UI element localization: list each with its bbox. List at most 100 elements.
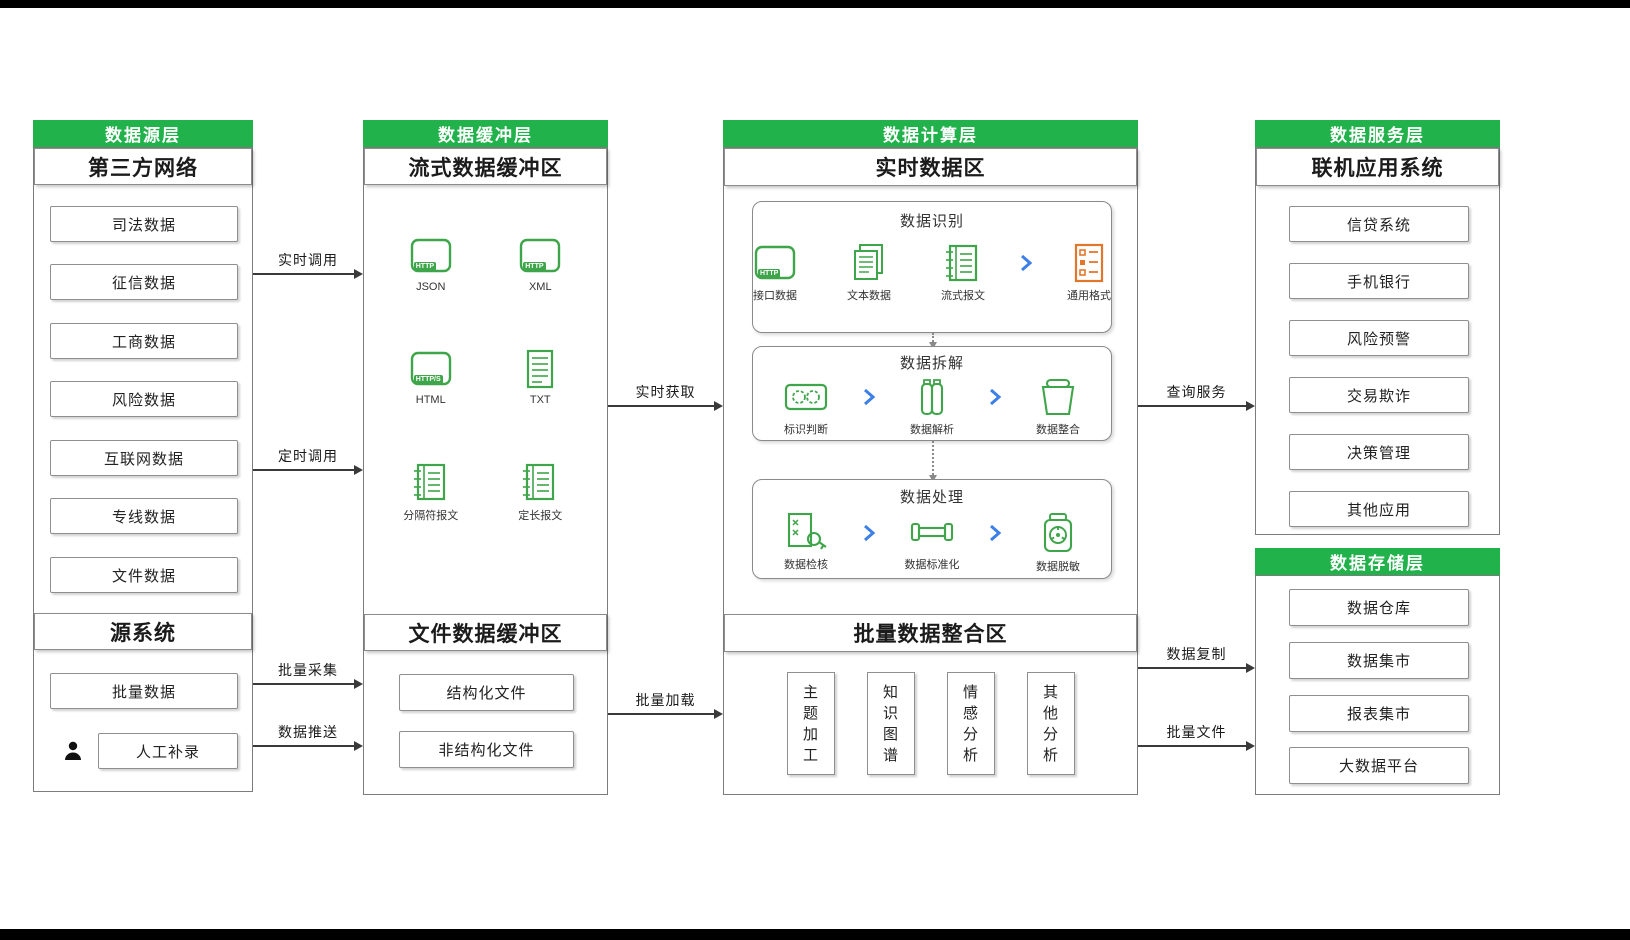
format-label: TXT — [529, 394, 551, 406]
storage-item: 数据集市 — [1289, 642, 1469, 679]
bottom-edge-bar — [0, 929, 1630, 940]
buffer-layer-header: 数据缓冲层 — [363, 120, 608, 147]
masking-jar-icon — [1035, 512, 1081, 554]
stage-data-processing: 数据处理 数据检核 数据标准化 — [752, 479, 1112, 579]
flow-label: 实时调用 — [278, 252, 338, 268]
batch-zone-title: 批量数据整合区 — [724, 614, 1137, 652]
arrow-line — [1138, 741, 1255, 751]
stage-data-disassembly: 数据拆解 标识判断 数据解析 — [752, 346, 1112, 441]
step-label: 标识判断 — [784, 424, 828, 436]
source-data-item: 文件数据 — [50, 557, 238, 593]
http-badge: HTTP — [413, 262, 437, 271]
file-buffer-item: 非结构化文件 — [399, 731, 574, 768]
notebook-icon — [940, 243, 986, 283]
chevron-right-icon — [989, 388, 1002, 411]
format-fixed-length-message: 定长报文 — [517, 462, 563, 575]
http-window-icon: HTTP — [752, 243, 798, 283]
arrow-line — [253, 741, 363, 751]
chevron-right-icon — [1020, 254, 1033, 277]
format-label: 定长报文 — [518, 510, 563, 522]
storage-item: 大数据平台 — [1289, 747, 1469, 784]
id-card-icon — [783, 377, 829, 417]
containers-icon — [909, 377, 955, 417]
format-label: HTML — [415, 394, 446, 406]
step-label: 数据整合 — [1036, 424, 1080, 436]
chevron-right-icon — [863, 388, 876, 411]
stage-title: 数据识别 — [899, 213, 964, 230]
flow-data-replicate: 数据复制 — [1138, 644, 1255, 673]
flow-query-service: 查询服务 — [1138, 382, 1255, 411]
arrow-line — [1138, 663, 1255, 673]
source-layer-column: 第三方网络 司法数据 征信数据 工商数据 风险数据 互联网数据 专线数据 文件数… — [33, 147, 253, 792]
step-data-integration: 数据整合 — [1021, 377, 1095, 437]
service-app-item: 其他应用 — [1289, 491, 1469, 527]
flow-label: 批量采集 — [278, 662, 338, 678]
down-arrow-connector — [929, 441, 937, 482]
arrow-line — [253, 465, 363, 475]
arrow-line — [608, 401, 723, 411]
step-text-data: 文本数据 — [832, 243, 906, 303]
storage-layer-column: 数据仓库 数据集市 报表集市 大数据平台 — [1255, 575, 1500, 795]
notebook-icon — [517, 462, 563, 502]
service-app-item: 信贷系统 — [1289, 206, 1469, 242]
step-identity-judgment: 标识判断 — [769, 377, 843, 437]
flow-label: 批量加载 — [635, 692, 696, 708]
service-layer-header: 数据服务层 — [1255, 120, 1500, 147]
manual-entry-row: 人工补录 — [34, 733, 252, 769]
format-label: 分隔符报文 — [403, 510, 459, 522]
online-apps-title: 联机应用系统 — [1256, 148, 1499, 186]
flow-label: 数据推送 — [278, 724, 338, 740]
source-data-item: 工商数据 — [50, 323, 238, 359]
step-label: 数据解析 — [910, 424, 954, 436]
flow-realtime-call: 实时调用 — [253, 250, 363, 279]
source-layer-header: 数据源层 — [33, 120, 253, 147]
step-data-check: 数据检核 — [769, 512, 843, 572]
notebook-icon — [408, 462, 454, 502]
flow-realtime-fetch: 实时获取 — [608, 382, 723, 411]
format-label: JSON — [416, 281, 446, 293]
person-icon — [62, 740, 84, 762]
stream-buffer-title: 流式数据缓冲区 — [364, 148, 607, 185]
flow-label: 实时获取 — [635, 384, 696, 400]
flow-label: 定时调用 — [278, 448, 338, 464]
step-data-standardization: 数据标准化 — [895, 512, 969, 572]
file-buffer-item: 结构化文件 — [399, 674, 574, 711]
flow-batch-load: 批量加载 — [608, 690, 723, 719]
step-label: 文本数据 — [847, 290, 891, 302]
arrow-line — [253, 269, 363, 279]
stream-format-grid: HTTP JSON HTTP XML HTTP/S HTML — [376, 236, 595, 575]
step-label: 通用格式 — [1067, 290, 1111, 302]
storage-layer-header: 数据存储层 — [1255, 548, 1500, 575]
http-window-icon: HTTP — [517, 236, 563, 276]
flow-batch-collect: 批量采集 — [253, 660, 363, 689]
flow-label: 查询服务 — [1166, 384, 1227, 400]
step-label: 流式报文 — [941, 290, 985, 302]
step-label: 数据脱敏 — [1036, 561, 1080, 573]
service-app-item: 风险预警 — [1289, 320, 1469, 356]
step-data-parsing: 数据解析 — [895, 377, 969, 437]
source-data-item: 互联网数据 — [50, 440, 238, 476]
storage-item: 数据仓库 — [1289, 589, 1469, 626]
stage-title: 数据处理 — [899, 489, 964, 506]
checklist-document-icon — [1066, 243, 1112, 283]
step-interface-data: HTTP 接口数据 — [738, 243, 812, 303]
step-data-masking: 数据脱敏 — [1021, 512, 1095, 574]
http-badge: HTTP — [758, 269, 781, 278]
step-universal-format: 通用格式 — [1052, 243, 1126, 303]
arrow-line — [608, 709, 723, 719]
batch-analysis-item: 其他分析 — [1026, 672, 1075, 775]
step-label: 数据检核 — [784, 559, 828, 571]
batch-analysis-row: 主题加工 知识图谱 情感分析 其他分析 — [724, 672, 1137, 775]
https-window-icon: HTTP/S — [408, 349, 454, 389]
chevron-right-icon — [989, 524, 1002, 547]
down-arrow-connector — [929, 333, 937, 349]
bucket-icon — [1035, 377, 1081, 417]
third-party-title: 第三方网络 — [34, 148, 252, 185]
arrow-line — [1138, 401, 1255, 411]
chevron-right-icon — [863, 524, 876, 547]
file-buffer-title: 文件数据缓冲区 — [364, 614, 607, 651]
step-stream-message: 流式报文 — [926, 243, 1000, 303]
source-data-item: 司法数据 — [50, 206, 238, 242]
https-badge: HTTP/S — [413, 375, 443, 384]
